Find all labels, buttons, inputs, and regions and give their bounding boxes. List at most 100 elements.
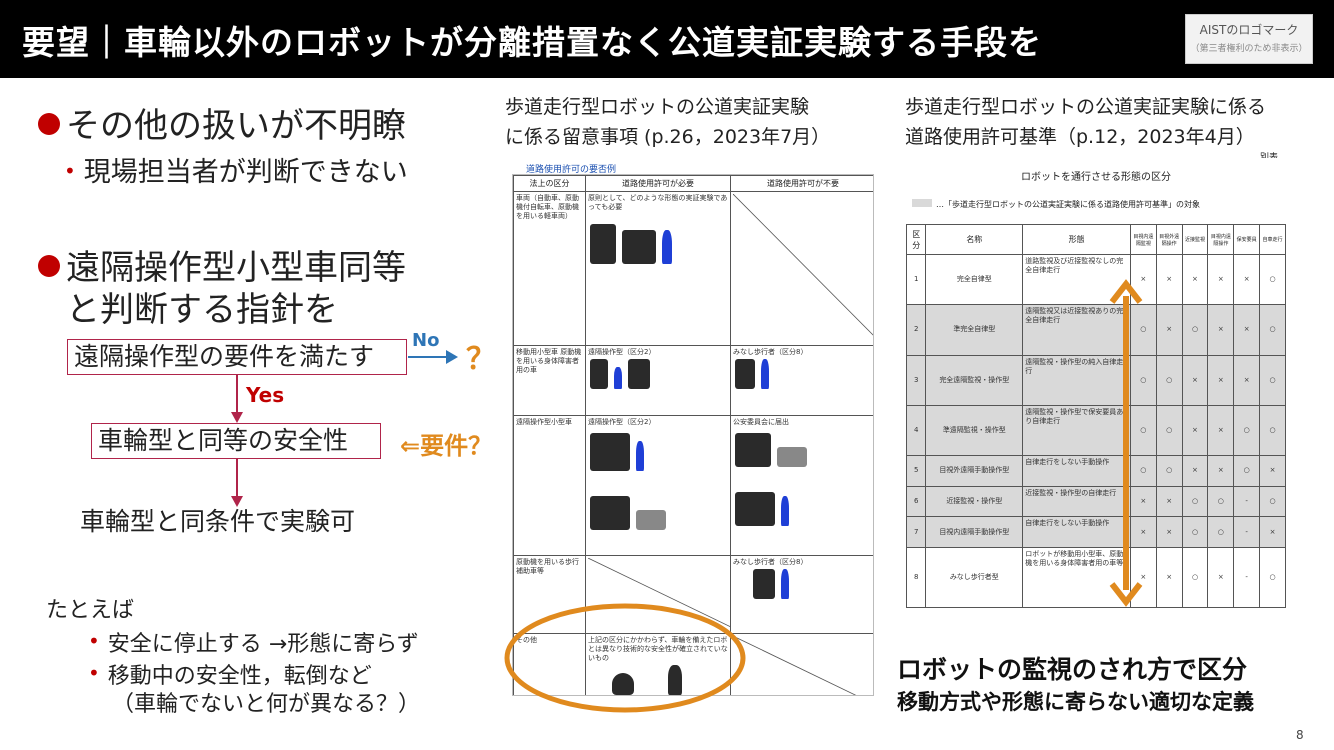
highlight-ellipse: [504, 603, 746, 713]
person-figure-icon: [761, 359, 770, 389]
robot-figure-icon: [590, 433, 630, 471]
doc1-cell: 原則として、どのような形態の実証実験であっても必要: [585, 191, 731, 346]
sub-bullet-icon: •: [64, 159, 76, 183]
doc1-cell-text: みなし歩行者（区分8）: [733, 558, 808, 566]
doc2-cell: みなし歩行者型: [925, 547, 1024, 608]
example-item-1: • 安全に停止する →形態に寄らず: [88, 626, 419, 658]
doc2-cell: ×: [1207, 455, 1235, 487]
doc1-cell-text: 遠隔操作型（区分2）: [588, 418, 656, 426]
flow-result-arrow-line: [236, 458, 238, 498]
doc1-cell: 原動機を用いる歩行補助車等: [513, 555, 586, 634]
person-figure-icon: [614, 367, 623, 389]
bullet-guideline-cont: と判断する指針を: [66, 290, 338, 330]
doc2-cell: ロボットが移動用小型車、原動機を用いる身体障害者用の車等: [1022, 547, 1131, 608]
robot-figure-icon: [590, 224, 616, 264]
diagonal-line-icon: [732, 193, 873, 336]
doc2-cell: ○: [1207, 516, 1235, 548]
doc1-cell: 公安委員会に届出: [730, 415, 873, 556]
doc2-cell: -: [1233, 485, 1261, 518]
doc2-col-header: 名称: [925, 224, 1024, 255]
example-item-3: （車輪でないと何が異なる？）: [112, 692, 421, 717]
flow-question-mark: ？: [466, 342, 496, 377]
doc2-cell: -: [1233, 516, 1261, 548]
doc2-legend: …「歩道走行型ロボットの公道実証実験に係る道路使用許可基準」の対象: [912, 199, 1286, 210]
robot-figure-icon: [590, 359, 608, 389]
monitor-figure-icon: [636, 510, 667, 530]
table-row: 8 みなし歩行者型 ロボットが移動用小型車、原動機を用いる身体障害者用の車等 ×…: [906, 547, 1286, 608]
doc2-cell: 遠隔監視・操作型で保安要員あり自律走行: [1022, 404, 1131, 457]
doc2-cell: 4: [906, 404, 927, 457]
title-bar: 要望｜車輪以外のロボットが分離措置なく公道実証実験する手段を AISTのロゴマー…: [0, 0, 1334, 78]
bullet-sub-text: 現場担当者が判断できない: [83, 157, 408, 188]
person-figure-icon: [781, 496, 790, 526]
doc2-cell: ×: [1181, 354, 1209, 406]
table-row: 6 近接監視・操作型 近接監視・操作型の自律走行 × × ○ ○ - ○: [906, 485, 1286, 518]
doc2-cell: ○: [1207, 485, 1235, 518]
doc2-cell: 8: [906, 547, 927, 608]
table-row: 3 完全遠隔監視・操作型 遠隔監視・操作型の純入自律走行 ○ ○ × × × ○: [906, 354, 1286, 406]
doc2-cell: ○: [1129, 354, 1157, 406]
doc2-cell: 準遠隔監視・操作型: [925, 404, 1024, 457]
summary-line2: 移動方式や形態に寄らない適切な定義: [897, 690, 1254, 714]
doc1-col-header: 法上の区分: [513, 175, 586, 192]
sub-bullet-icon: •: [88, 661, 100, 685]
doc2-cell: ×: [1129, 547, 1157, 608]
doc1-cell: 遠隔操作型（区分2）: [585, 415, 731, 556]
doc2-col-header: 目視内遠隔監視: [1129, 224, 1157, 255]
flow-box-equal-safety: 車輪型と同等の安全性: [91, 423, 381, 459]
doc2-cell: -: [1233, 547, 1261, 608]
logo-line2: （第三者権利のため非表示）: [1190, 44, 1308, 54]
doc2-caption-line1: 歩道走行型ロボットの公道実証実験に係る: [905, 96, 1267, 118]
bullet-unclear-text: その他の扱いが不明瞭: [66, 106, 406, 146]
doc2-cell: ×: [1233, 304, 1261, 356]
doc2-cell: 目視外遠隔手動操作型: [925, 455, 1024, 487]
doc2-cell: ○: [1181, 547, 1209, 608]
double-arrow-icon: [1109, 279, 1143, 607]
doc1-cell: みなし歩行者（区分8）: [730, 555, 873, 634]
doc1-col-header: 道路使用許可が必要: [585, 175, 731, 192]
doc1-cell-text: みなし歩行者（区分8）: [733, 348, 808, 356]
doc2-col-header: 形態: [1022, 224, 1131, 255]
doc2-cell: ○: [1181, 516, 1209, 548]
doc2-cell: ×: [1155, 547, 1183, 608]
logo-line1: AISTのロゴマーク: [1199, 23, 1299, 37]
doc2-cell: ○: [1129, 455, 1157, 487]
doc1-cell: [730, 191, 873, 346]
doc1-cell: みなし歩行者（区分8）: [730, 345, 873, 416]
flow-no-label: No: [412, 330, 440, 351]
table-row: 移動用小型車 原動機を用いる身体障害者用の車 遠隔操作型（区分2） みなし歩行者…: [513, 345, 873, 416]
doc1-cell: 移動用小型車 原動機を用いる身体障害者用の車: [513, 345, 586, 416]
flow-yes-arrow-line: [236, 374, 238, 414]
flow-yes-arrow-head-icon: [231, 412, 243, 423]
doc2-subtitle: ロボットを通行させる形態の区分: [1021, 172, 1171, 183]
logo-placeholder: AISTのロゴマーク （第三者権利のため非表示）: [1185, 14, 1313, 64]
doc2-caption-line2: 道路使用許可基準（p.12，2023年4月）: [905, 126, 1255, 148]
doc1-cell-text: 公安委員会に届出: [733, 418, 789, 426]
person-figure-icon: [662, 230, 673, 264]
table-row: その他 上記の区分にかかわらず、車輪を備えたロボとは異なり技術的な安全性が確立さ…: [513, 633, 873, 695]
slide-title: 要望｜車輪以外のロボットが分離措置なく公道実証実験する手段を: [22, 23, 1042, 62]
doc2-cell: 6: [906, 485, 927, 518]
doc1-table-image: 法上の区分 道路使用許可が必要 道路使用許可が不要 車両（自動車、原動機付自転車…: [512, 174, 874, 696]
monitor-figure-icon: [777, 447, 808, 467]
doc1-cell-text: 上記の区分にかかわらず、車輪を備えたロボとは異なり技術的な安全性が確立されていな…: [588, 636, 728, 662]
doc2-cell: ×: [1155, 516, 1183, 548]
example-item-1-text: 安全に停止する →形態に寄らず: [107, 632, 419, 657]
sub-bullet-icon: •: [88, 629, 100, 653]
doc1-heading: 道路使用許可の要否例: [526, 165, 617, 175]
robot-figure-icon: [735, 492, 775, 526]
doc1-caption-line1: 歩道走行型ロボットの公道実証実験: [505, 96, 810, 118]
page-number: 8: [1296, 728, 1304, 742]
doc1-cell: 遠隔操作型（区分2）: [585, 345, 731, 416]
doc2-cell: ○: [1259, 547, 1286, 608]
doc2-cell: 遠隔監視又は近接監視ありの完全自律走行: [1022, 304, 1131, 356]
doc2-cell: ○: [1155, 354, 1183, 406]
doc2-cell: ○: [1259, 485, 1286, 518]
summary-line1: ロボットの監視のされ方で区分: [897, 655, 1248, 684]
doc2-cell: ×: [1155, 485, 1183, 518]
bullet-dot-icon: [38, 255, 60, 277]
flow-no-arrow-head-icon: [446, 350, 458, 364]
doc2-cell: 準完全自律型: [925, 304, 1024, 356]
doc2-cell: ×: [1181, 253, 1209, 306]
robot-figure-icon: [735, 433, 771, 467]
